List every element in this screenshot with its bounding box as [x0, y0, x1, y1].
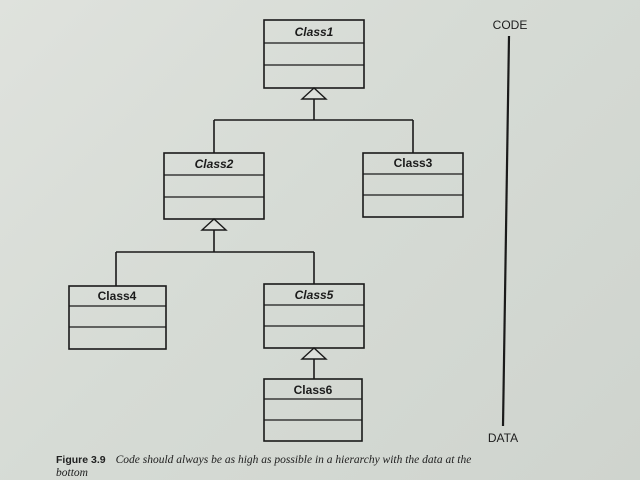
- axis-top-label: CODE: [493, 18, 528, 32]
- axis-bottom-label: DATA: [488, 431, 518, 445]
- inheritance-connector-class1: [213, 87, 414, 153]
- generalization-arrow-icon: [300, 347, 328, 360]
- inheritance-connector-class2: [115, 218, 315, 286]
- figure-caption-text: Code should always be as high as possibl…: [56, 454, 472, 479]
- generalization-arrow-icon: [300, 87, 328, 100]
- class2-name: Class2: [195, 157, 234, 171]
- figure-number: Figure 3.9: [56, 454, 106, 466]
- inheritance-connector-class5: [300, 347, 328, 379]
- class-box-class4: Class4: [68, 285, 167, 350]
- class6-name: Class6: [294, 383, 333, 397]
- class1-name: Class1: [295, 25, 334, 39]
- class-box-class1: Class1: [263, 19, 365, 89]
- code-data-axis: CODE DATA: [488, 18, 527, 445]
- class-box-class2: Class2: [163, 152, 265, 220]
- generalization-arrow-icon: [200, 218, 228, 231]
- class-box-class6: Class6: [263, 378, 363, 442]
- axis-line: [501, 35, 511, 427]
- class-box-class3: Class3: [362, 152, 464, 218]
- class4-name: Class4: [98, 289, 137, 303]
- class-box-class5: Class5: [263, 283, 365, 349]
- class3-name: Class3: [394, 156, 433, 170]
- class5-name: Class5: [295, 288, 334, 302]
